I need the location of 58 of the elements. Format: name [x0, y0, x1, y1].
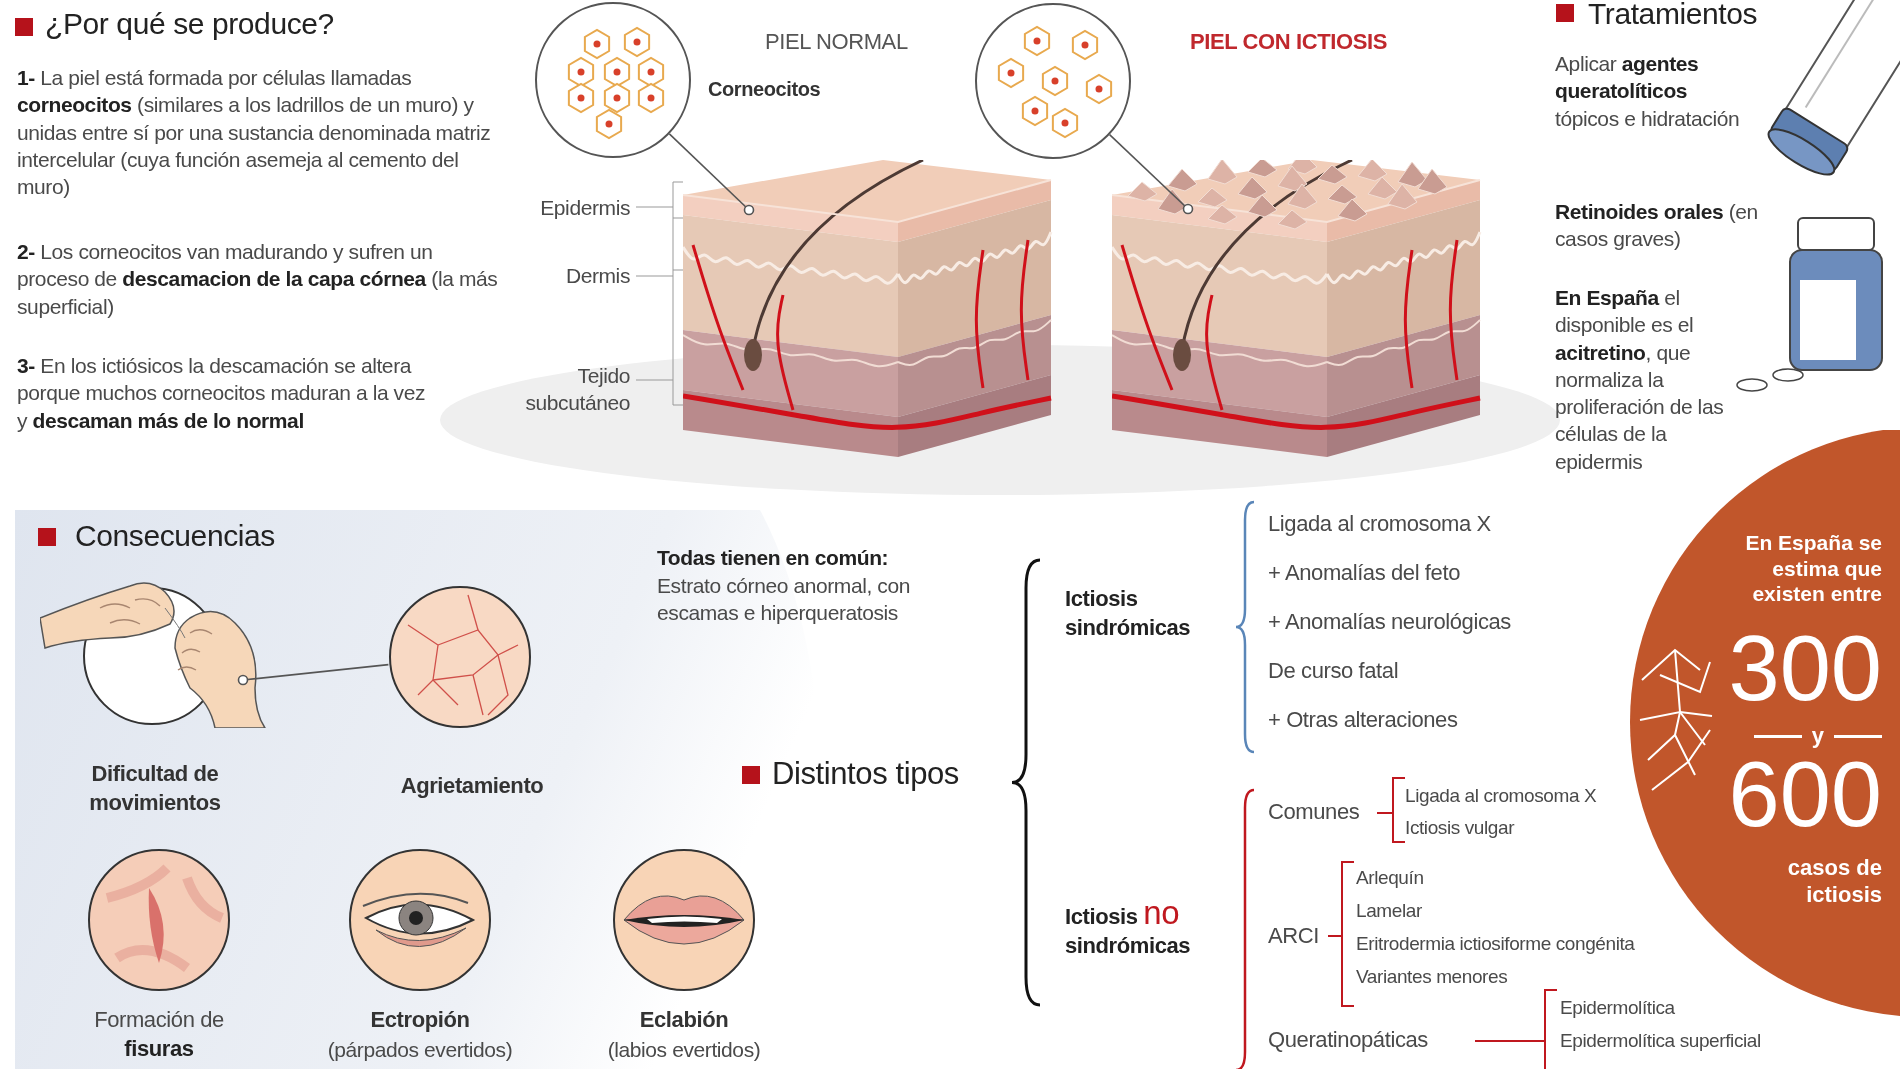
node-label: (labios evertidos) — [606, 1037, 762, 1063]
magnified-cells-drawing — [535, 2, 691, 158]
note-text: Estrato córneo anormal, con escamas e hiperqueratosis — [657, 573, 911, 627]
stat-connector: y — [1712, 723, 1882, 750]
subcategory-label: ARCI — [1268, 922, 1320, 950]
layer-label: Epidermis — [539, 195, 630, 221]
section-heading: ¿Por qué se produce? — [45, 6, 335, 42]
subcategory-label: Queratinopáticas — [1268, 1026, 1429, 1054]
list-item: + Anomalías neurológicas — [1268, 608, 1512, 636]
node-label: Corneocitos — [708, 77, 822, 102]
list-item: Arlequín — [1356, 866, 1425, 890]
layer-label: Tejido subcutáneo — [524, 363, 630, 417]
list-item: Ligada al cromosoma X — [1268, 510, 1492, 538]
section-heading: Distintos tipos — [772, 755, 960, 793]
cracked-skin-drawing — [388, 585, 532, 729]
node-label: (párpados evertidos) — [326, 1037, 514, 1063]
node-label: Eclabión — [638, 1006, 730, 1034]
node-label: Dificultad de movimientos — [88, 760, 222, 817]
list-item: + Otras alteraciones — [1268, 706, 1459, 734]
leader-line — [237, 663, 390, 686]
note-heading: Todas tienen en común: — [657, 545, 890, 571]
section-heading: Consecuencias — [75, 518, 276, 554]
list-item: Ictiosis vulgar — [1405, 816, 1516, 840]
paragraph: En España el disponible es el acitretino, que normaliza la proliferación de las células de la epidermis — [1555, 285, 1725, 475]
node-label: Agrietamiento — [399, 772, 545, 800]
list-item: Variantes menores — [1356, 965, 1509, 989]
lips-drawing — [612, 848, 756, 992]
image-title: PIEL NORMAL — [765, 28, 909, 56]
list-item: Lamelar — [1356, 899, 1423, 923]
list-item: Epidermolítica — [1560, 996, 1676, 1020]
paragraph: 3- En los ictiósicos la descamación se altera porque muchos corneocitos maduran a la vez y descaman más de lo normal — [17, 353, 427, 434]
magnified-cells-drawing — [975, 3, 1131, 159]
leader-line — [1108, 133, 1194, 215]
eye-drawing — [348, 848, 492, 992]
node-label: Ectropión — [369, 1006, 471, 1034]
section-heading: Tratamientos — [1588, 0, 1759, 32]
stat-number: 600 — [1727, 748, 1882, 840]
paragraph: 2- Los corneocitos van madurando y sufren un proceso de descamacion de la capa córnea (la más superficial) — [17, 239, 499, 320]
list-item: Epidermolítica superficial — [1560, 1029, 1762, 1053]
list-item: Ligada al cromosoma X — [1405, 784, 1598, 808]
category-label: Ictiosis no sindrómicas — [1065, 900, 1192, 960]
category-label: Ictiosis sindrómicas — [1065, 585, 1192, 642]
skin-section-drawing — [683, 160, 1055, 460]
skin-section-drawing — [1112, 160, 1484, 460]
stat-number: 300 — [1727, 622, 1882, 714]
paragraph: 1- La piel está formada por células llamadas corneocitos (similares a los ladrillos de un muro) y unidas entre sí por una sustancia denominada matriz intercelular (cuya función asemeja al cemento del muro) — [17, 65, 492, 201]
fissured-skin-drawing — [87, 848, 231, 992]
list-item: + Anomalías del feto — [1268, 559, 1461, 587]
image-title: PIEL CON ICTIOSIS — [1190, 28, 1388, 56]
leader-line — [668, 133, 755, 216]
paragraph: Retinoides orales (en casos graves) — [1555, 199, 1759, 253]
subcategory-label: Comunes — [1268, 798, 1361, 826]
list-item: De curso fatal — [1268, 657, 1400, 685]
list-item: Eritrodermia ictiosiforme congénita — [1356, 932, 1636, 956]
node-label: Formación de fisuras — [93, 1006, 225, 1063]
stat-caption: casos de ictiosis — [1786, 855, 1882, 909]
paragraph: Aplicar agentes queratolíticos tópicos e hidratación — [1555, 51, 1741, 132]
stat-caption: En España se estima que existen entre — [1744, 530, 1882, 607]
